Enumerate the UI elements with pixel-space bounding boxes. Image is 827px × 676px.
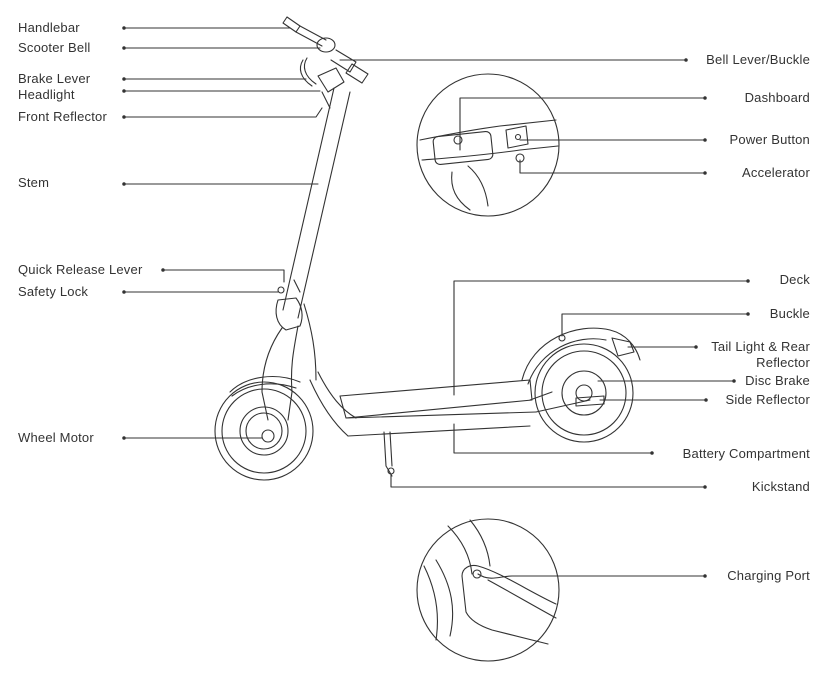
label-side-reflector: Side Reflector: [725, 392, 810, 407]
kickstand-shape: [384, 432, 392, 476]
label-bell-lever-buckle: Bell Lever/Buckle: [706, 52, 810, 67]
front-wheel: [215, 382, 313, 480]
right-grip: [346, 64, 368, 83]
label-scooter-bell: Scooter Bell: [18, 40, 91, 55]
stem-shape: [283, 88, 334, 310]
dashboard-zoom: [417, 74, 559, 216]
label-wheel-motor: Wheel Motor: [18, 430, 94, 445]
label-brake-lever: Brake Lever: [18, 71, 91, 86]
label-safety-lock: Safety Lock: [18, 284, 89, 299]
scooter-body: [215, 17, 640, 480]
label-buckle: Buckle: [769, 306, 810, 321]
label-stem: Stem: [18, 175, 50, 190]
brake-lever-shape: [300, 60, 312, 86]
label-kickstand: Kickstand: [751, 479, 810, 494]
label-power-button: Power Button: [729, 132, 810, 147]
deck-shape: [340, 380, 532, 418]
label-tail-light-reflector: Reflector: [756, 355, 810, 370]
label-deck: Deck: [779, 272, 810, 287]
label-disc-brake: Disc Brake: [745, 373, 810, 388]
label-handlebar: Handlebar: [18, 20, 80, 35]
label-tail-light-rear: Tail Light & Rear: [711, 339, 810, 354]
label-quick-release-lever: Quick Release Lever: [18, 262, 143, 277]
label-accelerator: Accelerator: [742, 165, 810, 180]
label-dashboard: Dashboard: [744, 90, 810, 105]
label-battery-compartment: Battery Compartment: [682, 446, 810, 461]
label-headlight: Headlight: [18, 87, 75, 102]
label-charging-port: Charging Port: [727, 568, 810, 583]
scooter-bell-shape: [317, 38, 335, 52]
left-grip: [283, 17, 300, 32]
disc-brake-shape: [576, 396, 604, 406]
rear-wheel: [535, 344, 633, 442]
label-front-reflector: Front Reflector: [18, 109, 107, 124]
leader-lines: [123, 27, 749, 578]
charging-port-zoom: [417, 519, 559, 661]
tail-light-shape: [612, 338, 634, 356]
